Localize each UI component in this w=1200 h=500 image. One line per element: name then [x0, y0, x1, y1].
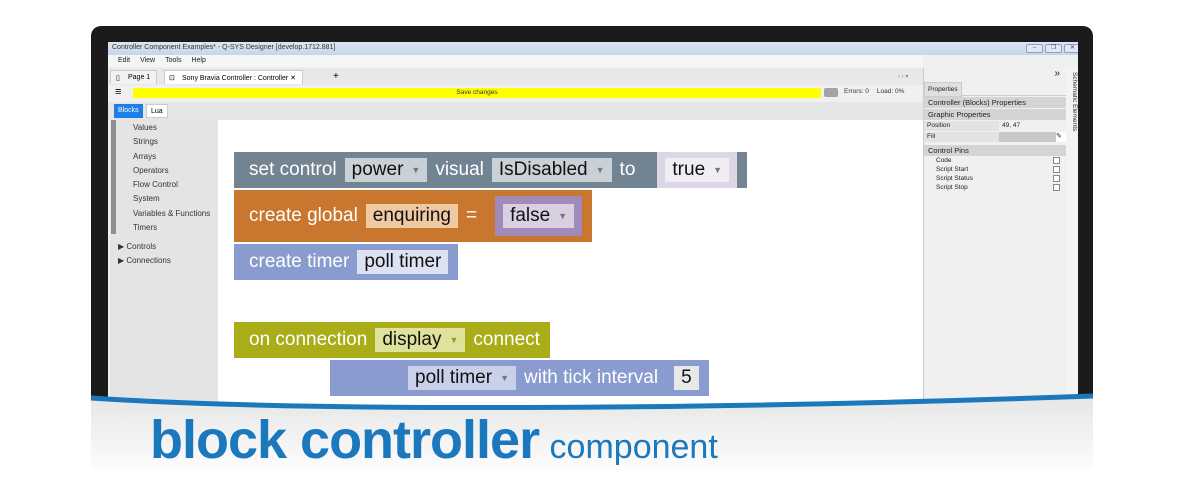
global-name-field[interactable]: enquiring — [365, 204, 458, 228]
minimize-button[interactable]: – — [1026, 44, 1043, 53]
headline: block controller component — [150, 410, 718, 484]
window-title: Controller Component Examples* - Q-SYS D… — [112, 44, 336, 51]
menu-view[interactable]: View — [140, 57, 156, 64]
category-arrays[interactable]: Arrays — [111, 148, 218, 163]
headline-light: component — [549, 428, 718, 466]
tree-connections[interactable]: ▶ Connections — [118, 256, 171, 266]
eyedropper-icon[interactable]: ✎ — [1056, 132, 1066, 142]
title-bar: Controller Component Examples* - Q-SYS D… — [108, 42, 1078, 55]
category-variables-functions[interactable]: Variables & Functions — [111, 205, 218, 221]
timer-name-field[interactable]: poll timer — [357, 250, 449, 274]
category-operators[interactable]: Operators — [111, 162, 218, 178]
pin-checkbox[interactable] — [1053, 184, 1060, 191]
menu-help[interactable]: Help — [191, 57, 206, 64]
fill-swatch[interactable] — [999, 132, 1056, 142]
tab-scroll-icons[interactable]: ‹ › ▾ — [898, 74, 909, 80]
collapse-panel-icon[interactable]: » — [1054, 68, 1060, 79]
value-block[interactable]: true▼ — [657, 152, 738, 188]
fill-row: Fill✎ — [924, 132, 1066, 142]
tab-lua[interactable]: Lua — [146, 104, 168, 118]
category-flow-control[interactable]: Flow Control — [111, 177, 218, 192]
editor-tabs: Blocks Lua — [108, 102, 923, 120]
restore-button[interactable]: ❐ — [1045, 44, 1062, 53]
category-strings[interactable]: Strings — [111, 134, 218, 149]
schematic-elements-tab[interactable]: Schematic Elements — [1066, 68, 1078, 442]
save-changes-button[interactable]: Save changes — [133, 88, 821, 98]
properties-panel: » Properties Controller (Blocks) Propert… — [923, 68, 1066, 442]
pin-code: Code — [924, 156, 1066, 165]
position-value[interactable]: 49, 47 — [999, 121, 1066, 131]
tab-bar: ▯Page 1 ⊡Sony Bravia Controller : Contro… — [108, 68, 923, 85]
graphic-properties-header: Graphic Properties — [924, 109, 1066, 120]
tree-controls[interactable]: ▶ Controls — [118, 242, 157, 252]
pin-checkbox[interactable] — [1053, 157, 1060, 164]
start-timer-block[interactable]: poll timer▼ with tick interval 5 — [330, 360, 709, 396]
pin-script-status: Script Status — [924, 174, 1066, 183]
pin-script-start: Script Start — [924, 165, 1066, 174]
pin-checkbox[interactable] — [1053, 175, 1060, 182]
on-connection-block[interactable]: on connection display▼ connect — [234, 322, 550, 358]
controller-icon: ⊡ — [169, 75, 175, 82]
category-system[interactable]: System — [111, 191, 218, 206]
blocks-palette: Values Strings Arrays Operators Flow Con… — [110, 120, 218, 442]
close-tab-icon[interactable]: ✕ — [290, 75, 297, 82]
create-global-block[interactable]: create global enquiring = false▼ — [234, 190, 593, 242]
false-block[interactable]: false▼ — [495, 196, 583, 236]
pin-script-stop: Script Stop — [924, 183, 1066, 192]
set-control-block[interactable]: set control power▼ visual IsDisabled▼ to… — [234, 152, 748, 188]
app-window: Controller Component Examples* - Q-SYS D… — [108, 42, 1078, 442]
category-timers[interactable]: Timers — [111, 220, 218, 235]
tab-controller[interactable]: ⊡Sony Bravia Controller : Controller ✕ — [164, 70, 304, 84]
menu-edit[interactable]: Edit — [118, 57, 131, 64]
headline-bold: block controller — [150, 410, 540, 470]
blocks-canvas[interactable]: set control power▼ visual IsDisabled▼ to… — [218, 120, 923, 442]
timer-dropdown[interactable]: poll timer▼ — [408, 366, 516, 390]
status-indicator — [824, 88, 838, 97]
visual-dropdown[interactable]: IsDisabled▼ — [491, 158, 612, 182]
properties-title: Controller (Blocks) Properties — [924, 97, 1066, 108]
menu-tools[interactable]: Tools — [165, 57, 182, 64]
tab-blocks[interactable]: Blocks — [114, 104, 143, 118]
tab-page-1[interactable]: ▯Page 1 — [110, 70, 158, 84]
tick-interval-field[interactable]: 5 — [674, 366, 699, 390]
connection-dropdown[interactable]: display▼ — [375, 328, 466, 352]
hamburger-menu-icon[interactable]: ≡ — [115, 86, 122, 98]
pin-checkbox[interactable] — [1053, 166, 1060, 173]
menu-bar: Edit View Tools Help — [108, 55, 923, 67]
control-pins-header: Control Pins — [924, 145, 1066, 156]
category-values[interactable]: Values — [111, 120, 218, 135]
create-timer-block[interactable]: create timer poll timer — [234, 244, 459, 280]
add-tab-button[interactable]: + — [333, 71, 339, 82]
close-window-button[interactable]: ✕ — [1064, 44, 1078, 53]
tab-properties[interactable]: Properties — [924, 82, 962, 97]
control-dropdown[interactable]: power▼ — [344, 158, 428, 182]
page-icon: ▯ — [116, 75, 120, 82]
